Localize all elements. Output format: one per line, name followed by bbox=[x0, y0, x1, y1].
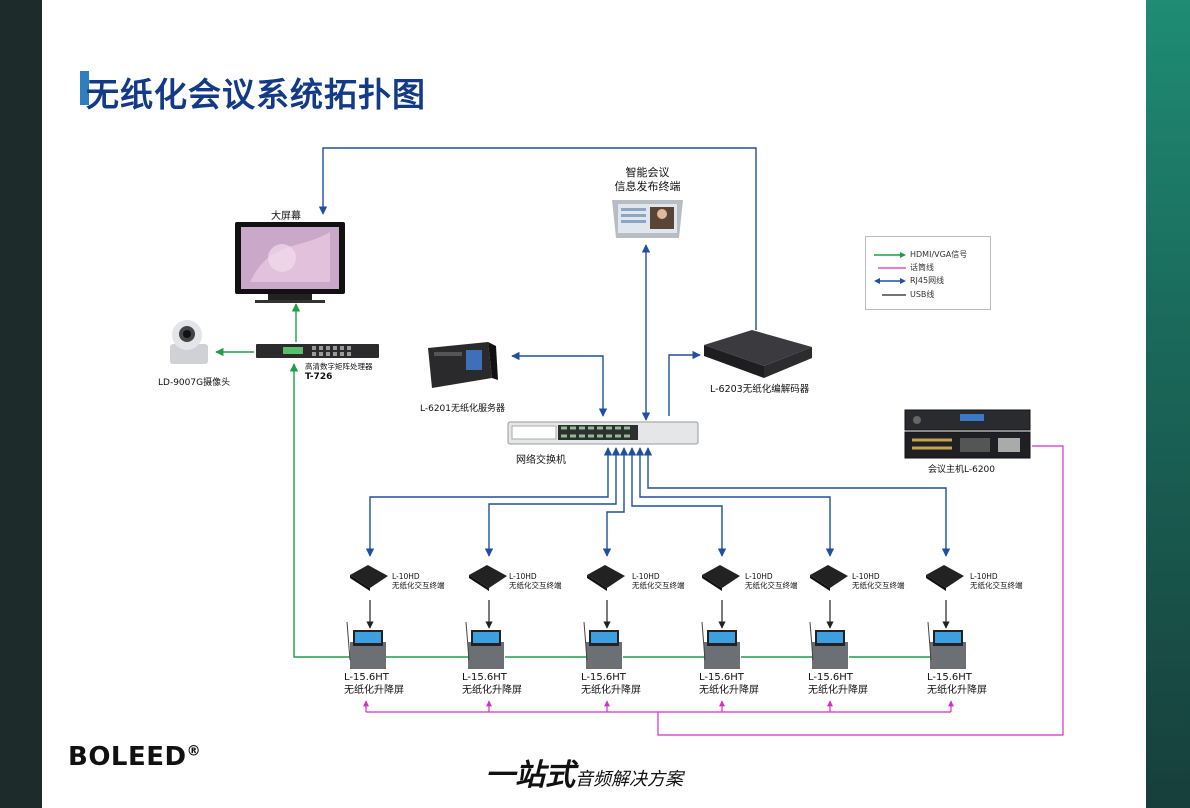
screen-3-desc: 无纸化升降屏 bbox=[581, 685, 641, 696]
terminal-6-label: L-10HD 无纸化交互终端 bbox=[970, 572, 1023, 590]
terminal-5 bbox=[809, 565, 848, 669]
screen-4-label: L-15.6HT 无纸化升降屏 bbox=[699, 671, 759, 697]
info-terminal-label: 智能会议 信息发布终端 bbox=[600, 166, 695, 194]
terminal-1-desc: 无纸化交互终端 bbox=[392, 581, 445, 590]
terminal-3-desc: 无纸化交互终端 bbox=[632, 581, 685, 590]
screen-6-label: L-15.6HT 无纸化升降屏 bbox=[927, 671, 987, 697]
matrix-label-line2: T-726 bbox=[305, 372, 333, 382]
server-device bbox=[428, 342, 498, 388]
legend-item-hdmi: HDMI/VGA信号 bbox=[866, 249, 990, 261]
screen-1-desc: 无纸化升降屏 bbox=[344, 685, 404, 696]
terminal-5-desc: 无纸化交互终端 bbox=[852, 581, 905, 590]
legend-item-mic: 话筒线 bbox=[866, 262, 990, 274]
legend-usb-label: USB线 bbox=[910, 290, 935, 299]
legend-rj45-line bbox=[874, 278, 906, 284]
legend-hdmi-line bbox=[874, 252, 906, 258]
screen-1-model: L-15.6HT bbox=[344, 672, 389, 683]
terminal-2-desc: 无纸化交互终端 bbox=[509, 581, 562, 590]
terminal-6-desc: 无纸化交互终端 bbox=[970, 581, 1023, 590]
info-terminal-label-line2: 信息发布终端 bbox=[614, 180, 681, 193]
terminal-4-model: L-10HD bbox=[745, 572, 773, 581]
camera-device bbox=[170, 320, 208, 364]
screen-1-label: L-15.6HT 无纸化升降屏 bbox=[344, 671, 404, 697]
info-terminal-device bbox=[612, 200, 683, 238]
network-switch-device bbox=[507, 421, 699, 445]
slogan-big: 一站式 bbox=[485, 758, 575, 793]
legend-mic-line bbox=[878, 267, 906, 269]
terminal-4 bbox=[701, 565, 740, 669]
terminal-3-model: L-10HD bbox=[632, 572, 660, 581]
slogan: 一站式音频解决方案 bbox=[485, 750, 683, 794]
legend-item-usb: USB线 bbox=[866, 289, 990, 301]
screen-5-desc: 无纸化升降屏 bbox=[808, 685, 868, 696]
terminal-1-model: L-10HD bbox=[392, 572, 420, 581]
terminal-5-model: L-10HD bbox=[852, 572, 880, 581]
left-side-band bbox=[0, 0, 42, 808]
terminal-1 bbox=[346, 565, 388, 669]
slogan-small: 音频解决方案 bbox=[575, 769, 683, 790]
brand-logo: BOLEED® bbox=[68, 742, 201, 772]
matrix-processor-device bbox=[256, 344, 379, 358]
terminal-6-model: L-10HD bbox=[970, 572, 998, 581]
screen-3-model: L-15.6HT bbox=[581, 672, 626, 683]
right-side-band bbox=[1146, 0, 1190, 808]
screen-5-label: L-15.6HT 无纸化升降屏 bbox=[808, 671, 868, 697]
switch-label: 网络交换机 bbox=[516, 455, 566, 466]
terminal-6 bbox=[926, 565, 966, 669]
info-terminal-label-line1: 智能会议 bbox=[625, 166, 670, 179]
terminal-4-desc: 无纸化交互终端 bbox=[745, 581, 798, 590]
screen-2-model: L-15.6HT bbox=[462, 672, 507, 683]
legend: HDMI/VGA信号 话筒线 RJ45网线 USB线 bbox=[865, 236, 991, 310]
terminal-4-label: L-10HD 无纸化交互终端 bbox=[745, 572, 798, 590]
terminal-3 bbox=[583, 565, 625, 669]
screen-2-desc: 无纸化升降屏 bbox=[462, 685, 522, 696]
matrix-label: 高清数字矩阵处理器 T-726 bbox=[305, 362, 373, 382]
legend-hdmi-label: HDMI/VGA信号 bbox=[910, 250, 968, 259]
big-screen-label: 大屏幕 bbox=[271, 211, 301, 222]
screen-2-label: L-15.6HT 无纸化升降屏 bbox=[462, 671, 522, 697]
page-title: 无纸化会议系统拓扑图 bbox=[86, 75, 426, 114]
camera-label: LD-9007G摄像头 bbox=[158, 378, 231, 388]
terminal-5-label: L-10HD 无纸化交互终端 bbox=[852, 572, 905, 590]
brand-name: BOLEED bbox=[68, 742, 187, 772]
terminal-1-label: L-10HD 无纸化交互终端 bbox=[392, 572, 445, 590]
terminal-2 bbox=[465, 565, 507, 669]
host-label: 会议主机L-6200 bbox=[928, 465, 996, 475]
codec-device bbox=[704, 330, 812, 378]
legend-mic-label: 话筒线 bbox=[910, 263, 934, 272]
title-accent-bar bbox=[80, 71, 89, 105]
server-label: L-6201无纸化服务器 bbox=[420, 404, 506, 414]
matrix-label-line1: 高清数字矩阵处理器 bbox=[305, 362, 373, 371]
legend-rj45-label: RJ45网线 bbox=[910, 276, 945, 285]
screen-5-model: L-15.6HT bbox=[808, 672, 853, 683]
legend-usb-line bbox=[882, 294, 906, 296]
codec-label: L-6203无纸化编解码器 bbox=[710, 384, 810, 395]
terminal-3-label: L-10HD 无纸化交互终端 bbox=[632, 572, 685, 590]
terminal-2-model: L-10HD bbox=[509, 572, 537, 581]
screen-4-model: L-15.6HT bbox=[699, 672, 744, 683]
screen-6-model: L-15.6HT bbox=[927, 672, 972, 683]
screen-4-desc: 无纸化升降屏 bbox=[699, 685, 759, 696]
conference-host-device bbox=[904, 409, 1031, 459]
screen-3-label: L-15.6HT 无纸化升降屏 bbox=[581, 671, 641, 697]
legend-item-rj45: RJ45网线 bbox=[866, 275, 990, 287]
big-screen-device bbox=[235, 222, 345, 303]
brand-registered-mark: ® bbox=[186, 743, 202, 760]
screen-6-desc: 无纸化升降屏 bbox=[927, 685, 987, 696]
terminal-2-label: L-10HD 无纸化交互终端 bbox=[509, 572, 562, 590]
